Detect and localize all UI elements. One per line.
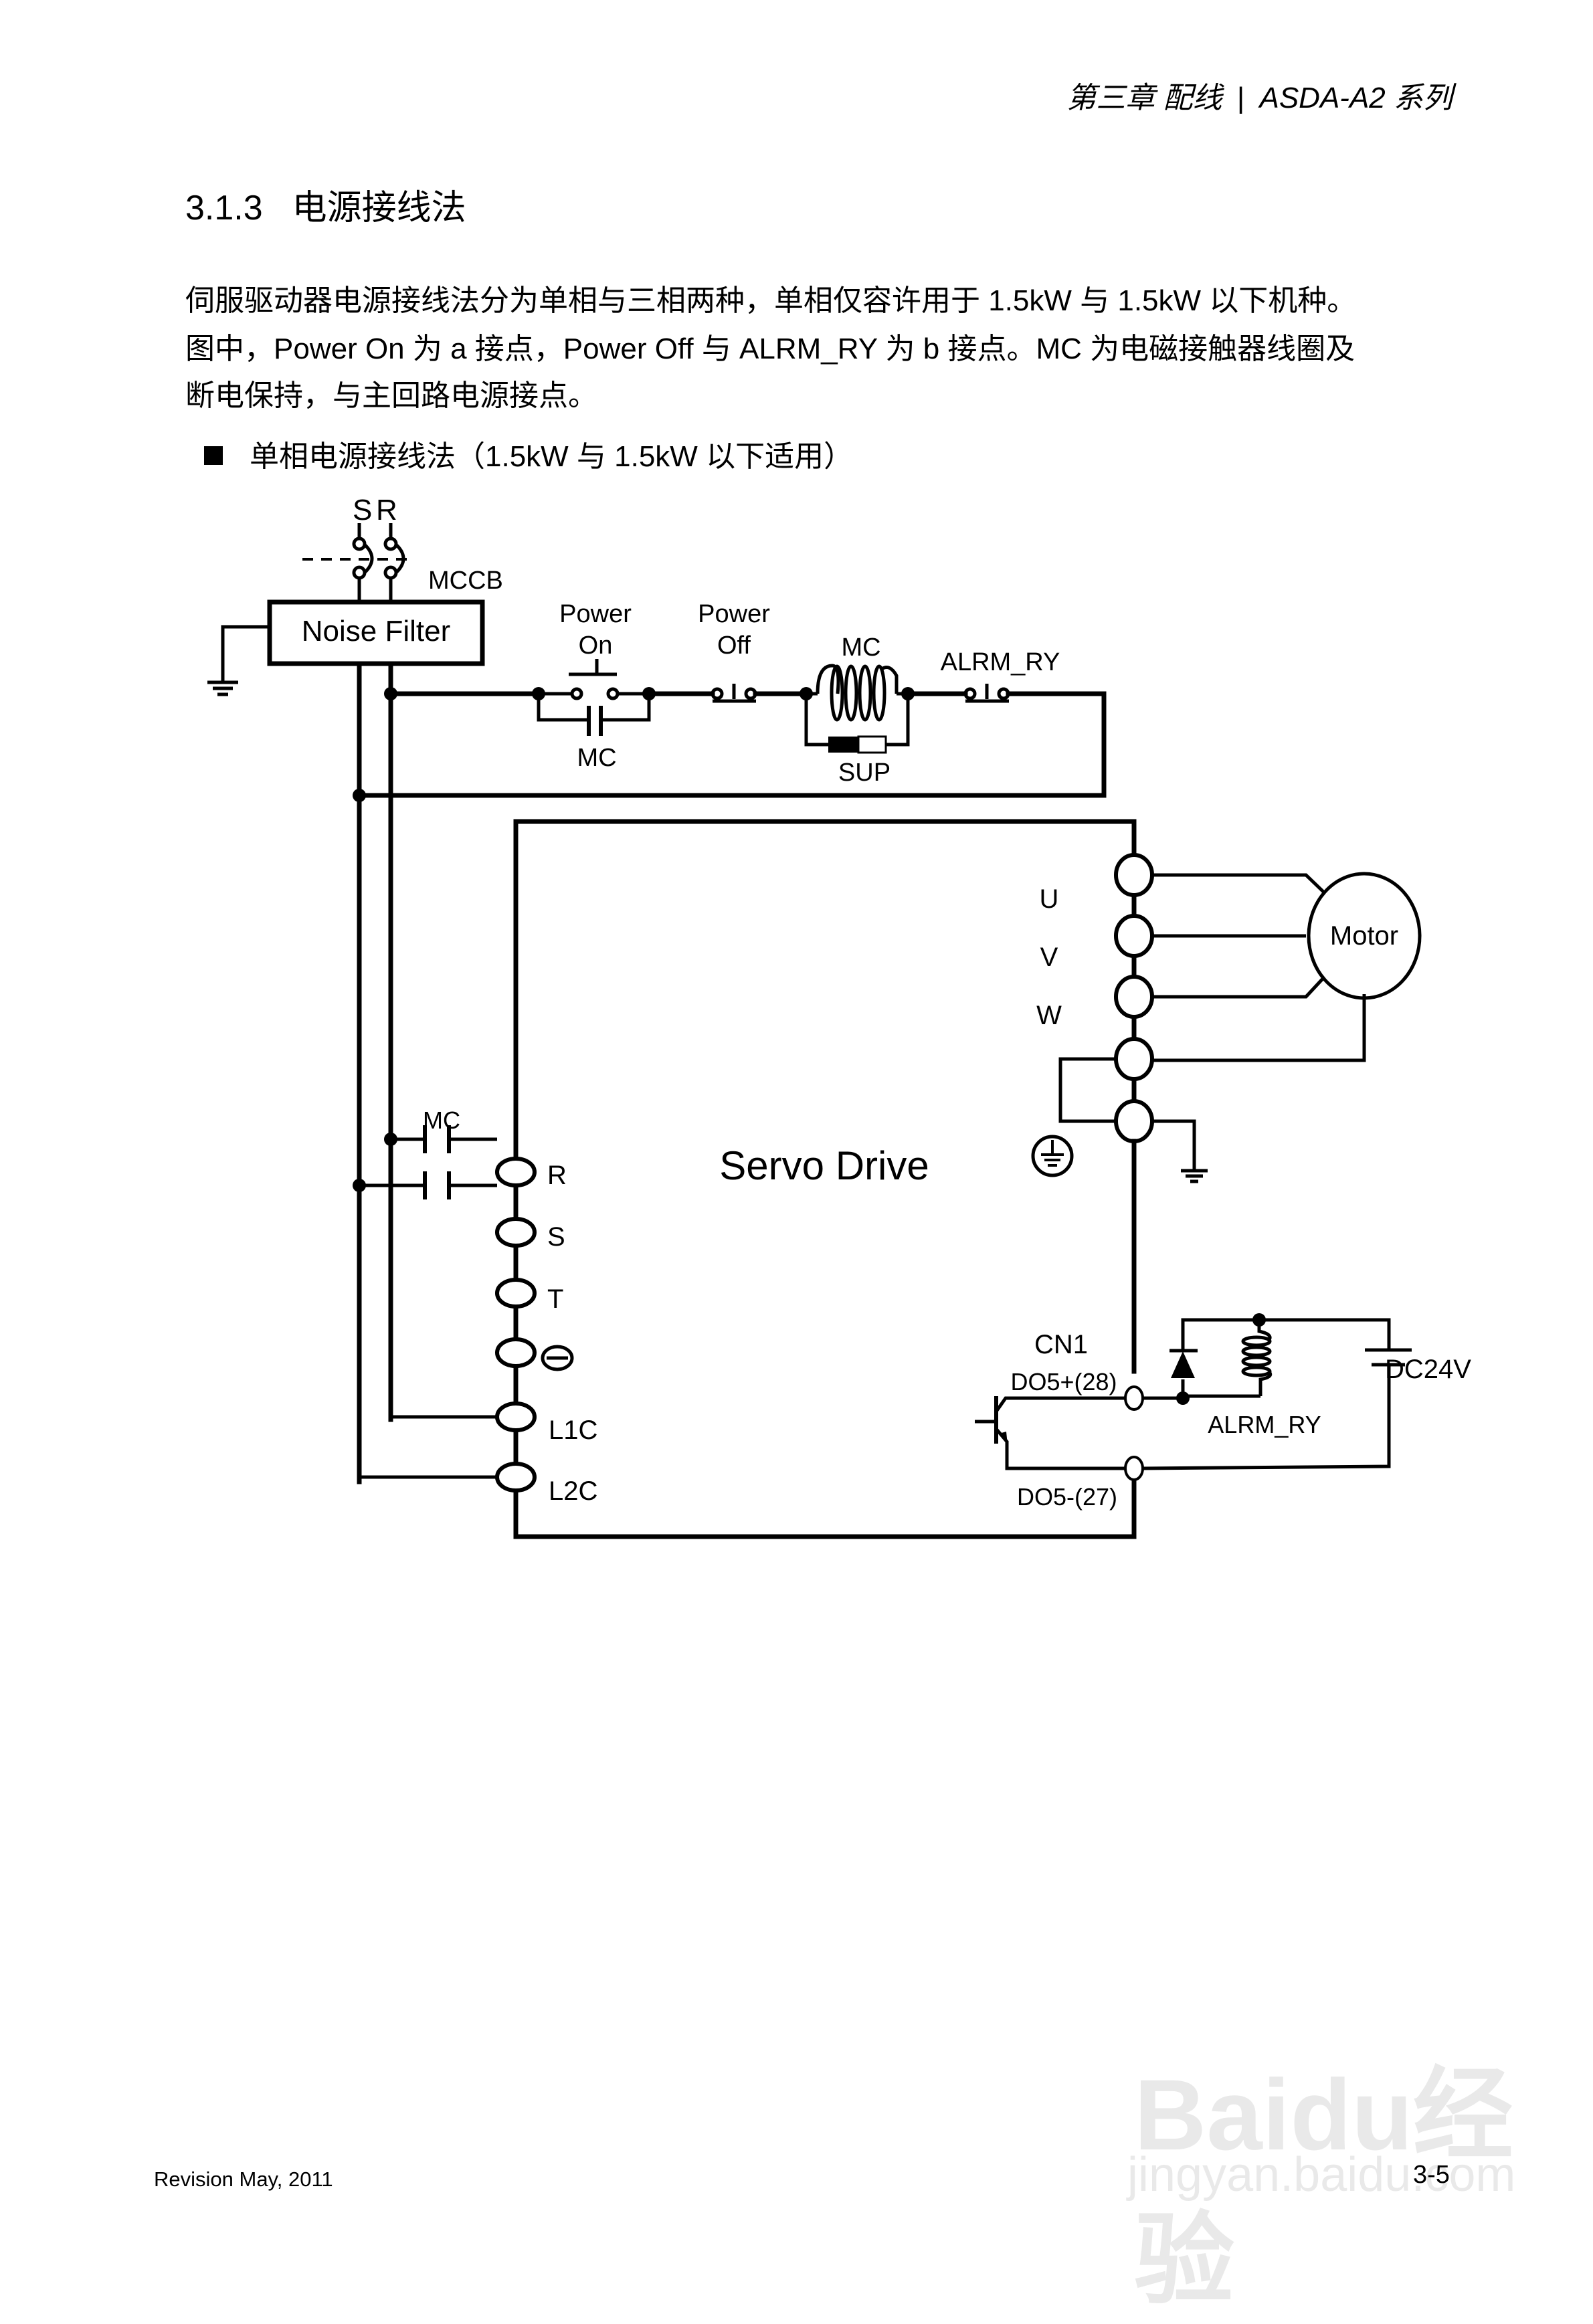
power-off-switch: Power Off (698, 600, 770, 703)
input-label-s: S (353, 494, 372, 526)
power-off-label-2: Off (717, 632, 751, 660)
control-circuit: Power On MC Power Off (353, 600, 1107, 802)
power-on-switch: Power On MC (532, 600, 656, 772)
noise-filter: Noise Filter (207, 599, 485, 696)
servo-drive: Servo Drive (513, 819, 1137, 1539)
cn1-label: CN1 (1034, 1330, 1088, 1359)
terminal-label-r: R (547, 1161, 567, 1190)
power-off-label-1: Power (698, 600, 770, 628)
running-header: 第三章 配线 | ASDA-A2 系列 (1066, 74, 1453, 116)
terminal-t (495, 1278, 537, 1309)
mc-main-contact-label: MC (423, 1106, 460, 1134)
transistor-icon (975, 1396, 1131, 1470)
baidu-watermark: Baidu经验 jingyan.baidu.com (1127, 2034, 1593, 2324)
dc24v-label: DC24V (1385, 1355, 1471, 1384)
terminal-minus (495, 1337, 537, 1368)
terminal-label-w: W (1036, 1001, 1062, 1030)
terminal-label-s: S (547, 1222, 565, 1252)
pin-28 (1124, 1385, 1144, 1411)
alarm-contact: ALRM_RY (941, 648, 1060, 703)
mc-coil-label: MC (841, 634, 880, 662)
power-terminals: R S T L1C L2C MC (353, 1106, 597, 1506)
page-number: 3-5 (1413, 2161, 1450, 2189)
header-separator: | (1236, 82, 1245, 114)
bullet-item: 单相电源接线法（1.5kW 与 1.5kW 以下适用） (204, 432, 853, 475)
mc-hold-contact-label: MC (577, 744, 616, 772)
paragraph-line: 伺服驱动器电源接线法分为单相与三相两种，单相仅容许用于 1.5kW 与 1.5k… (185, 284, 1357, 317)
power-on-label-2: On (579, 632, 613, 660)
square-bullet-icon (204, 446, 223, 465)
terminal-l1c (495, 1401, 537, 1432)
watermark-brand: Baidu经验 (1134, 2058, 1513, 2316)
pin-27 (1124, 1456, 1144, 1481)
servo-drive-label: Servo Drive (719, 1143, 929, 1188)
protective-earth-icon (1031, 1135, 1074, 1177)
terminal-label-t: T (547, 1284, 563, 1314)
mc-coil: MC SUP (800, 634, 915, 787)
terminal-label-l2c: L2C (549, 1476, 597, 1506)
relay-label: ALRM_RY (1208, 1411, 1321, 1438)
motor-terminals: U V W (1031, 853, 1366, 1374)
alarm-contact-label: ALRM_RY (941, 648, 1060, 676)
wiring-diagram: S R MCCB Noise Filter Power (207, 494, 1471, 1539)
bullet-text: 单相电源接线法（1.5kW 与 1.5kW 以下适用） (250, 440, 854, 473)
noise-filter-label: Noise Filter (302, 615, 451, 648)
mccb-breaker: MCCB (302, 523, 503, 602)
terminal-pe-ground (1114, 1099, 1154, 1143)
power-on-label-1: Power (559, 600, 632, 628)
input-terminals: S R (353, 494, 397, 526)
terminal-u (1114, 853, 1154, 897)
motor-label: Motor (1330, 921, 1398, 951)
section-number: 3.1.3 (185, 189, 263, 227)
watermark-url: jingyan.baidu.com (1127, 2148, 1516, 2202)
paragraph-line: 断电保持，与主回路电源接点。 (185, 379, 597, 412)
motor: Motor (1307, 872, 1422, 1000)
alarm-output-circuit: CN1 DO5+(28) DO5-(27) (975, 1313, 1471, 1511)
sup-label: SUP (838, 759, 891, 787)
do5-minus-label: DO5-(27) (1017, 1483, 1117, 1511)
section-title: 电源接线法 (292, 189, 466, 227)
ground-icon (207, 680, 238, 696)
surge-suppressor-icon (828, 735, 887, 754)
paragraph-line: 图中，Power On 为 a 接点，Power Off 与 ALRM_RY 为… (185, 332, 1355, 365)
terminal-l2c (495, 1462, 537, 1492)
terminal-label-u: U (1040, 884, 1059, 914)
do5-plus-label: DO5+(28) (1010, 1368, 1117, 1395)
input-label-r: R (376, 494, 397, 526)
terminal-r (495, 1157, 537, 1187)
terminal-w (1114, 975, 1154, 1019)
minus-symbol-icon (541, 1345, 574, 1371)
header-series: ASDA-A2 系列 (1259, 82, 1453, 114)
footer-revision: Revision May, 2011 (154, 2167, 333, 2191)
terminal-s (495, 1217, 537, 1248)
section-heading: 3.1.3 电源接线法 (185, 179, 466, 229)
terminal-label-v: V (1040, 943, 1058, 972)
terminal-pe-motor (1114, 1037, 1154, 1081)
mccb-label: MCCB (428, 567, 503, 595)
header-chapter: 第三章 配线 (1066, 82, 1222, 114)
flyback-diode-icon (1169, 1349, 1198, 1378)
relay-coil-icon (1241, 1320, 1273, 1396)
terminal-v (1114, 914, 1154, 958)
ground-icon (1181, 1169, 1208, 1183)
terminal-label-l1c: L1C (549, 1416, 597, 1445)
